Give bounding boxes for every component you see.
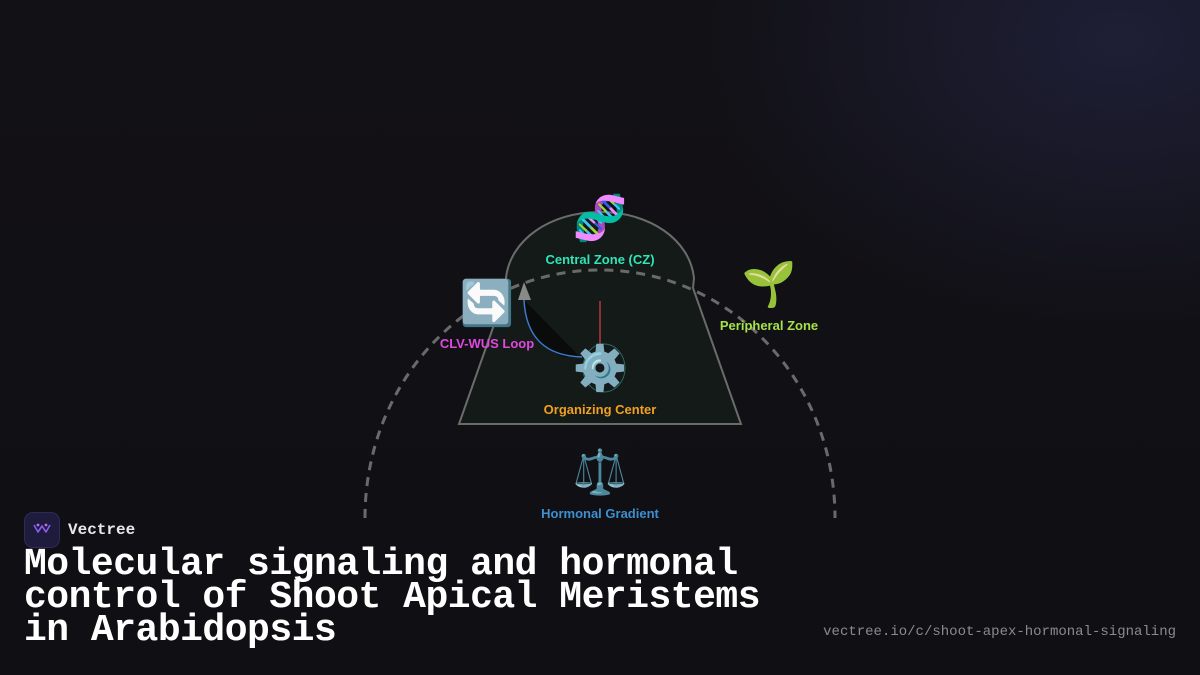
dna-icon: 🧬 (572, 193, 628, 244)
clv-wus-arrowhead (518, 282, 531, 300)
clv-wus-feedback-arrow (523, 299, 583, 358)
brand[interactable]: Vectree (24, 512, 135, 548)
central-zone-label: Central Zone (CZ) (545, 252, 655, 267)
organizing-center-label: Organizing Center (543, 402, 657, 417)
oc-ring (582, 343, 626, 393)
page-title: Molecular signaling and hormonal control… (24, 543, 761, 652)
vectree-logo-icon (24, 512, 60, 548)
gear-icon: ⚙️ (572, 343, 628, 394)
hormonal-gradient-label: Hormonal Gradient (541, 506, 659, 521)
balance-scale-icon: ⚖️ (572, 447, 628, 498)
counterclockwise-arrows-icon: 🔄 (459, 278, 515, 329)
loop-wedge (524, 300, 580, 357)
clv-wus-loop-label: CLV-WUS Loop (439, 336, 535, 351)
peripheral-zone-label: Peripheral Zone (719, 318, 819, 333)
seedling-icon: 🌱 (741, 259, 797, 310)
page-url[interactable]: vectree.io/c/shoot-apex-hormonal-signali… (823, 624, 1176, 640)
brand-name: Vectree (68, 521, 136, 539)
